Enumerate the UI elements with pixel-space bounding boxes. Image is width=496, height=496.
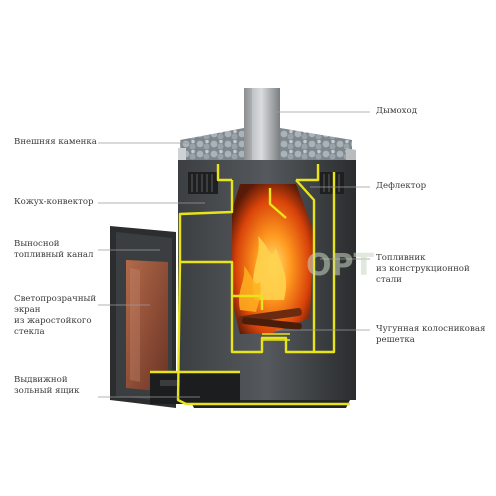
ash-drawer <box>150 372 240 404</box>
label-fuel-channel: Выносной топливный канал <box>14 239 94 261</box>
label-outer-stone: Внешняя каменка <box>14 137 97 148</box>
watermark: ОРТ <box>306 248 374 283</box>
label-glass-screen: Светопрозрачный экран из жаростойкого ст… <box>14 294 96 338</box>
label-firebox: Топливник из конструкционной стали <box>376 253 470 286</box>
label-deflector: Дефлектор <box>376 181 426 192</box>
label-convector-shell: Кожух-конвектор <box>14 197 94 208</box>
label-chimney: Дымоход <box>376 106 417 117</box>
label-grate: Чугунная колосниковая решетка <box>376 324 485 346</box>
label-ash-box: Выдвижной зольный ящик <box>14 375 80 397</box>
